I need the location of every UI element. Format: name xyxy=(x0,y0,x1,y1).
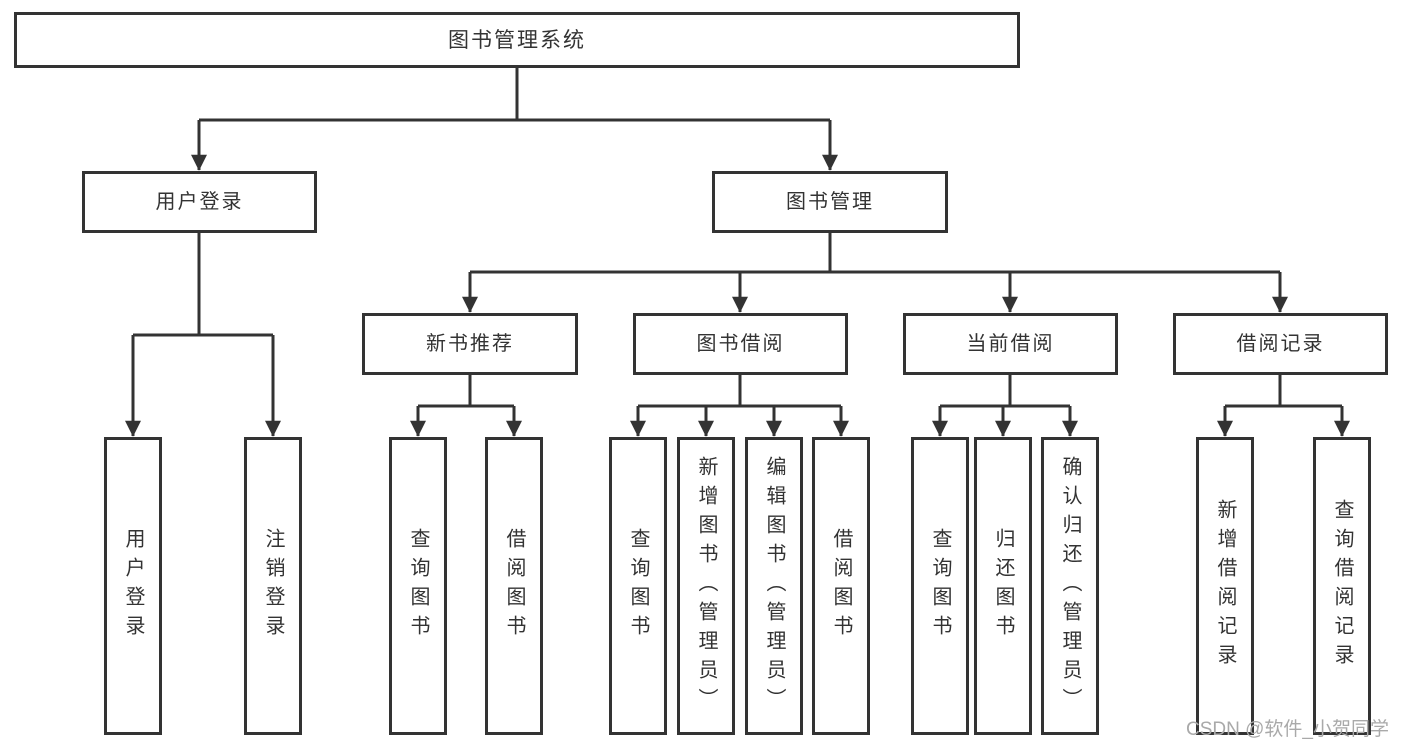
leaf-confirm-return-admin: 确认归还（管理员） xyxy=(1041,437,1099,735)
node-new-book-recommend-label: 新书推荐 xyxy=(426,333,514,355)
leaf-logout-login-label: 注销登录 xyxy=(262,528,284,644)
node-borrowing-records-label: 借阅记录 xyxy=(1236,333,1325,355)
leaf-return-books: 归还图书 xyxy=(974,437,1032,735)
node-book-management: 图书管理 xyxy=(712,171,948,233)
node-borrowing-records: 借阅记录 xyxy=(1173,313,1388,375)
leaf-borrow-books-recommend: 借阅图书 xyxy=(485,437,543,735)
leaf-user-login-label: 用户登录 xyxy=(122,528,144,644)
leaf-add-books-admin: 新增图书（管理员） xyxy=(677,437,735,735)
leaf-borrow-books: 借阅图书 xyxy=(812,437,870,735)
leaf-borrow-books-recommend-label: 借阅图书 xyxy=(503,528,525,644)
leaf-query-books-current: 查询图书 xyxy=(911,437,969,735)
node-current-borrowing: 当前借阅 xyxy=(903,313,1118,375)
leaf-borrow-books-label: 借阅图书 xyxy=(830,528,852,644)
leaf-query-books-borrowing-label: 查询图书 xyxy=(627,528,649,644)
leaf-logout-login: 注销登录 xyxy=(244,437,302,735)
node-book-management-label: 图书管理 xyxy=(786,191,874,213)
leaf-add-books-admin-label: 新增图书（管理员） xyxy=(695,455,717,717)
leaf-edit-books-admin-label: 编辑图书（管理员） xyxy=(763,455,785,717)
node-root: 图书管理系统 xyxy=(14,12,1020,68)
leaf-query-borrow-record: 查询借阅记录 xyxy=(1313,437,1371,735)
node-book-borrowing: 图书借阅 xyxy=(633,313,848,375)
leaf-query-books-borrowing: 查询图书 xyxy=(609,437,667,735)
watermark: CSDN @软件_小贺同学 xyxy=(1186,719,1389,740)
leaf-query-books-recommend-label: 查询图书 xyxy=(407,528,429,644)
leaf-return-books-label: 归还图书 xyxy=(992,528,1014,644)
leaf-query-books-current-label: 查询图书 xyxy=(929,528,951,644)
leaf-add-borrow-record-label: 新增借阅记录 xyxy=(1214,499,1236,673)
leaf-query-borrow-record-label: 查询借阅记录 xyxy=(1331,499,1353,673)
node-user-login-label: 用户登录 xyxy=(155,191,244,213)
leaf-query-books-recommend: 查询图书 xyxy=(389,437,447,735)
node-user-login: 用户登录 xyxy=(82,171,317,233)
leaf-add-borrow-record: 新增借阅记录 xyxy=(1196,437,1254,735)
node-current-borrowing-label: 当前借阅 xyxy=(966,333,1055,355)
leaf-user-login: 用户登录 xyxy=(104,437,162,735)
leaf-confirm-return-admin-label: 确认归还（管理员） xyxy=(1059,455,1081,717)
leaf-edit-books-admin: 编辑图书（管理员） xyxy=(745,437,803,735)
node-book-borrowing-label: 图书借阅 xyxy=(696,333,785,355)
node-new-book-recommend: 新书推荐 xyxy=(362,313,578,375)
node-root-label: 图书管理系统 xyxy=(448,28,586,52)
